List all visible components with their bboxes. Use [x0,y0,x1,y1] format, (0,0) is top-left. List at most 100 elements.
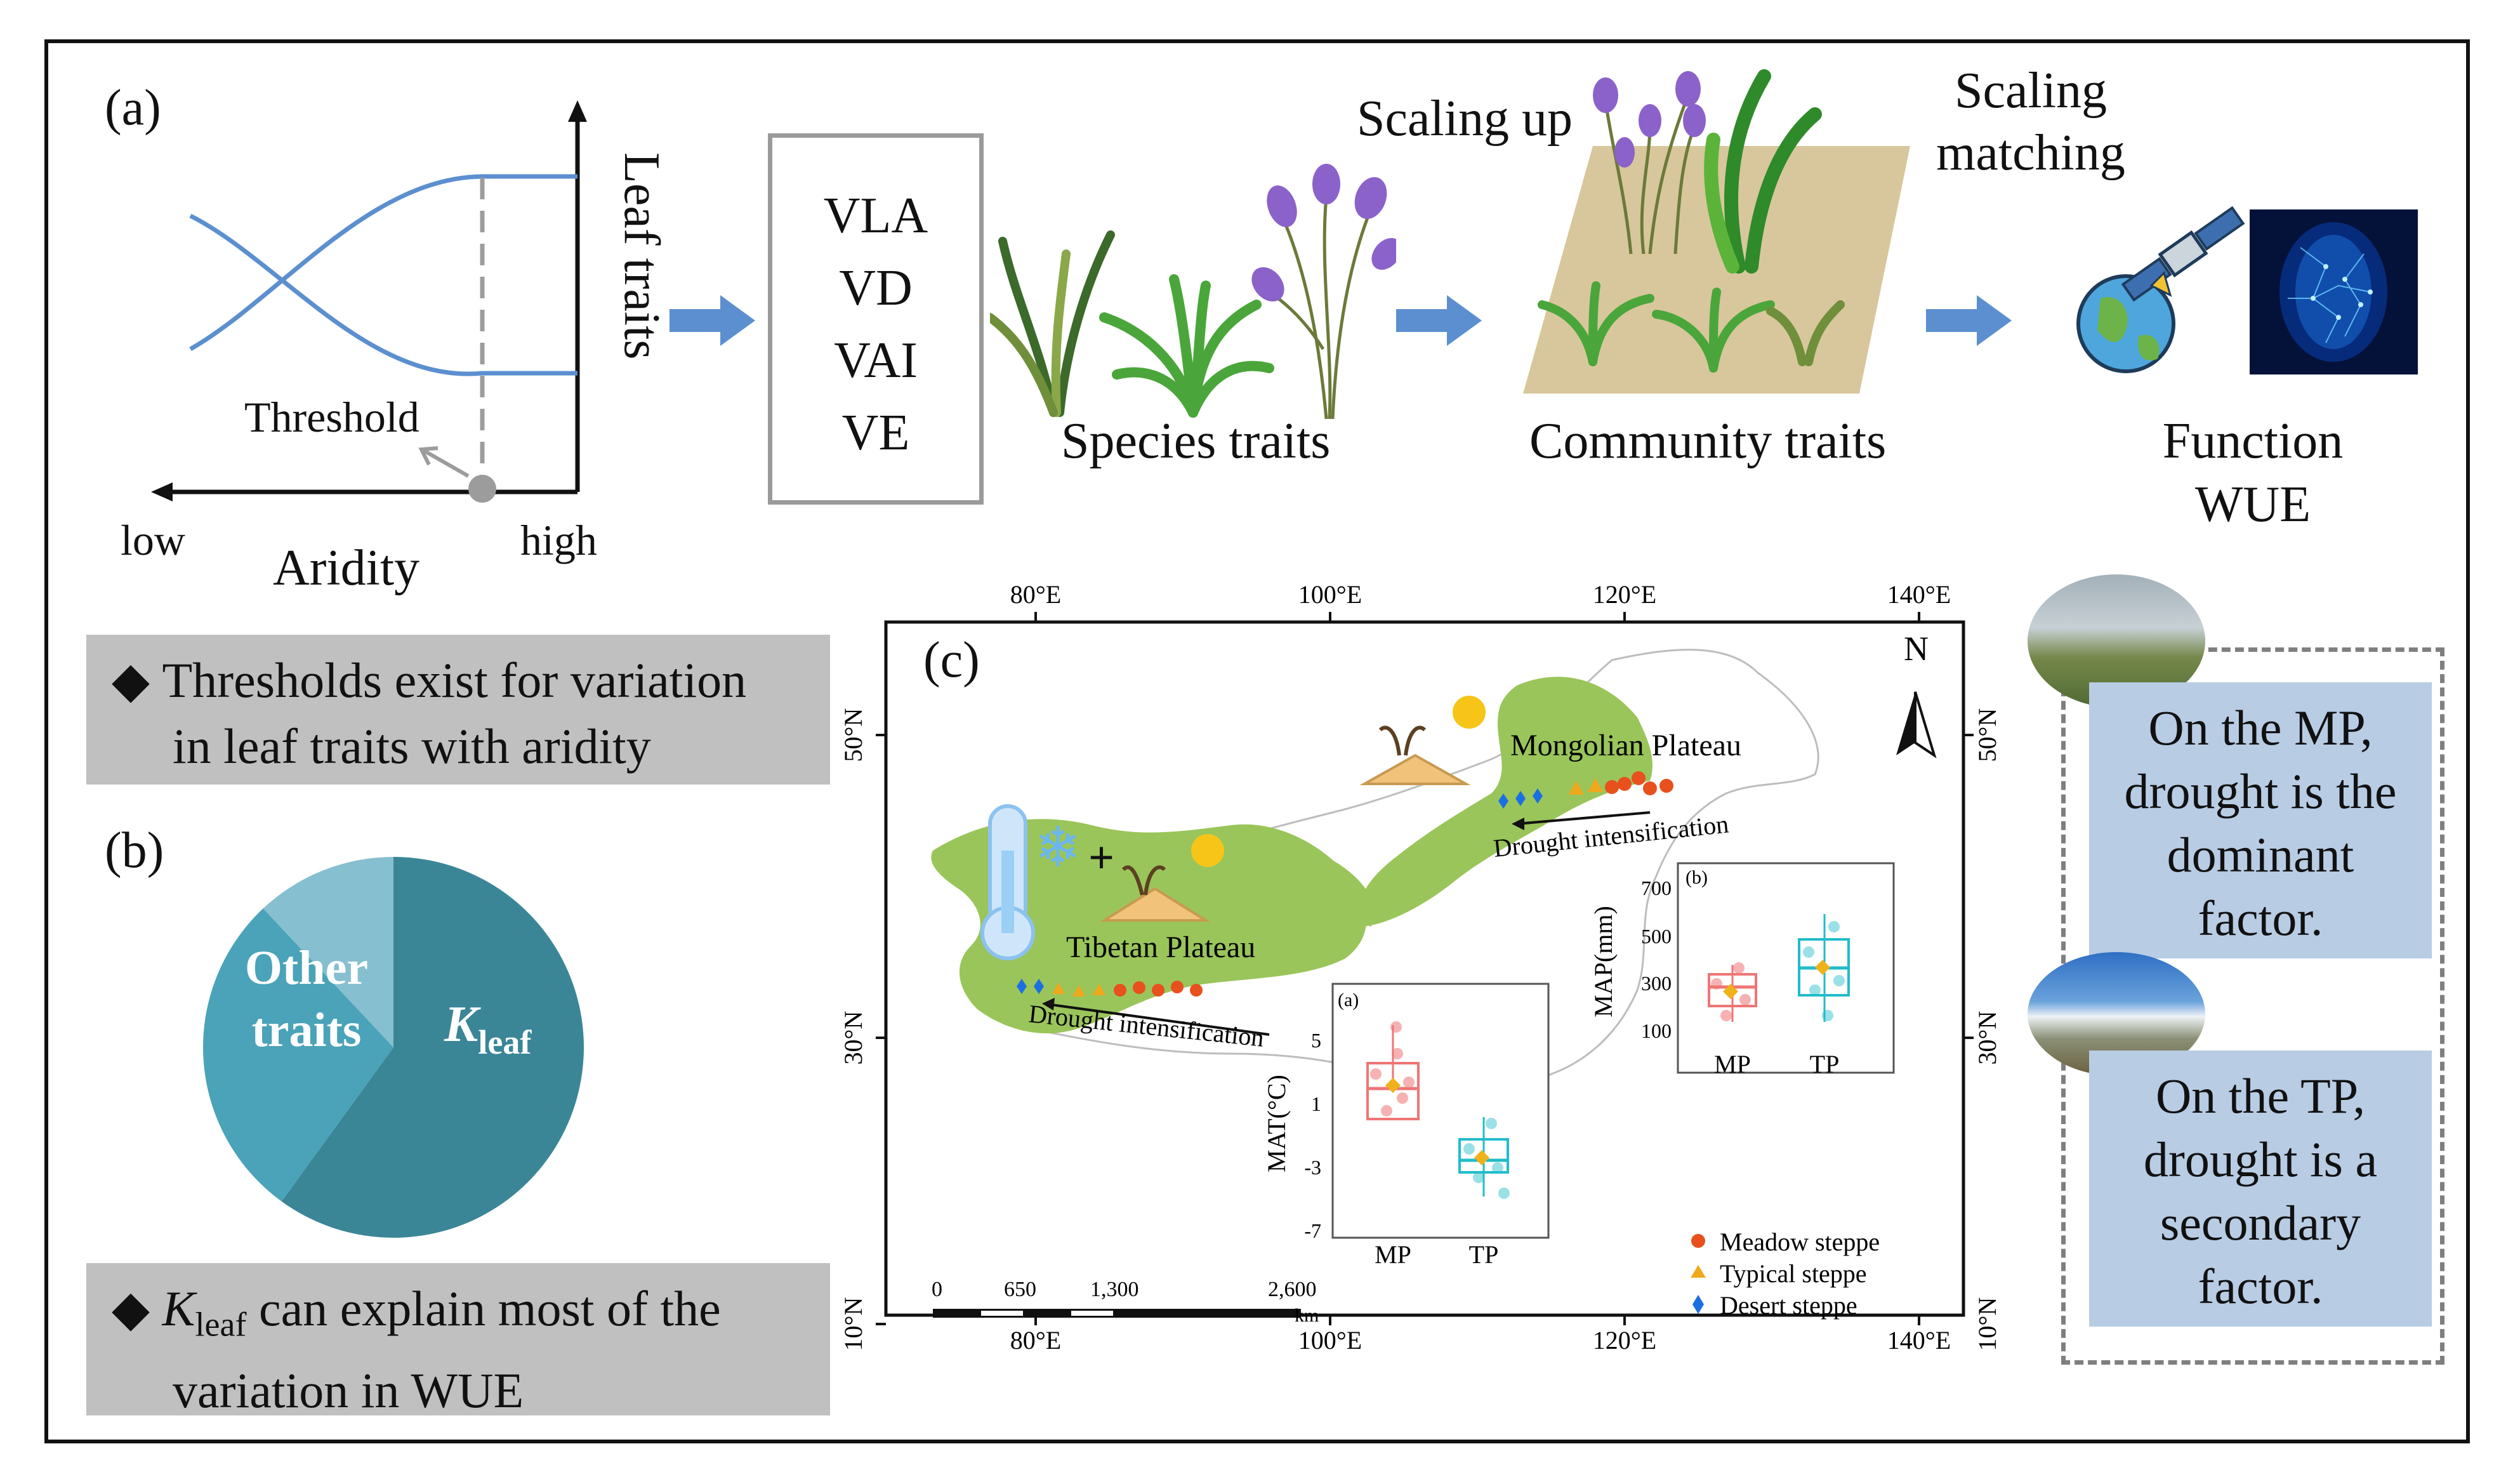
scale-label-2600: 2,600 [1268,1278,1317,1301]
kleaf-pie-chart: Other traits Kleaf [203,857,584,1238]
tp-conclusion-line4: factor. [2198,1259,2323,1314]
x-axis-label: Aridity [273,540,420,596]
mongolian-plateau-label: Mongolian Plateau [1510,729,1741,762]
satellite-earth-icon [2076,206,2245,373]
species-traits-label: Species traits [1061,413,1331,469]
panel-a-label: (a) [105,80,161,136]
mp-drought-arrowhead [1512,818,1524,830]
inset-a-cat-mp: MP [1375,1240,1411,1269]
mp-sampling-transect [1498,771,1673,809]
lat-right-30: 30°N [1973,1011,2002,1065]
tibetan-plateau-label: Tibetan Plateau [1066,931,1255,964]
lon-bottom-100: 100°E [1298,1326,1362,1355]
north-arrow [1896,691,1937,759]
community-plot-ground [1523,146,1910,394]
scaling-matching-line1: Scaling [1955,63,2107,119]
scaling-matching-line2: matching [1936,125,2125,181]
finding-b-line2: variation in WUE [173,1362,524,1418]
wilted-plant-sun-icon-mp [1359,696,1486,785]
grass-tuft-1 [990,230,1115,417]
finding-b-rest: can explain most of the [246,1281,721,1336]
threshold-pointer-head [418,446,439,466]
aridity-threshold-plot [151,100,587,503]
digital-brain-image [2250,209,2418,374]
lat-right-50: 50°N [1973,708,2002,762]
flow-arrow-2 [1396,295,1482,346]
mp-drought-arrow [1516,811,1651,825]
inset-b-label: (b) [1685,867,1708,888]
lat-left-10: 10°N [839,1297,867,1351]
threshold-label: Threshold [244,393,419,441]
community-illustration [1523,69,1910,394]
pie-label-leaf: leaf [478,1023,532,1061]
mp-conclusion-line4: factor. [2198,891,2323,946]
pie-label-k: K [444,997,481,1052]
pie-slice-other-traits [203,908,393,1202]
inset-a-ylabel: MAT(°C) [1262,1075,1291,1172]
trait-ve: VE [841,405,910,461]
scale-label-1300: 1,300 [1090,1278,1139,1301]
map-ticks [876,612,1974,1325]
country-outline [978,649,1819,1092]
legend-desert-marker [1692,1295,1704,1314]
legend-desert-label: Desert steppe [1720,1291,1857,1320]
inset-b-ylabel: MAP(mm) [1589,906,1618,1017]
tp-drought-arrowhead [1042,998,1055,1010]
central-grassland-region [1180,842,1375,927]
pie-slice-kleaf [281,857,584,1238]
wilted-plant-sun-icon-tp [1100,834,1224,922]
lat-left-30: 30°N [839,1011,867,1065]
inset-a-ytick-m3: -3 [1304,1156,1321,1179]
inset-a-ytick-1: 1 [1311,1092,1321,1115]
finding-box-a: ◆ Thresholds exist for variation in leaf… [86,635,830,785]
community-traits-label: Community traits [1529,413,1887,469]
flow-arrow-1 [670,295,755,346]
legend-typical-marker [1691,1265,1706,1278]
inset-a-ytick-5: 5 [1311,1029,1321,1052]
decreasing-trait-curve [189,213,577,376]
mp-conclusion-line2: drought is the [2124,764,2397,819]
species-plants-illustration [990,164,1396,420]
tp-sampling-transect [1017,979,1203,997]
tp-conclusion-line3: secondary [2160,1195,2361,1250]
function-line2: WUE [2194,477,2311,533]
inset-b-ytick-300: 300 [1641,972,1672,995]
scale-unit: km [1295,1305,1319,1326]
inset-a-label: (a) [1338,990,1359,1010]
thermometer-icon [980,804,1035,960]
mp-conclusion-line1: On the MP, [2148,700,2373,755]
lon-top-100: 100°E [1298,580,1362,609]
threshold-point [468,475,496,503]
lon-bottom-120: 120°E [1593,1326,1656,1355]
finding-b-k: K [162,1281,195,1336]
bullet-icon: ◆ [112,1281,150,1336]
panel-c-label: (c) [923,632,980,688]
inset-b-cat-tp: TP [1810,1050,1840,1078]
inset-b-ytick-100: 100 [1641,1019,1672,1042]
lon-bottom-80: 80°E [1010,1326,1061,1355]
x-high-label: high [520,516,597,564]
pie-slice-remaining [263,857,393,1047]
community-grass-tufts [1538,281,1845,373]
map-panel: N ❄ + Mongolian Plateau Tibetan Plateau … [839,580,2002,1355]
pie-label-other-1: Other [245,941,368,995]
finding-a-line1: Thresholds exist for variation [162,653,747,708]
trait-vd: VD [839,260,913,316]
scale-label-650: 650 [1004,1278,1036,1301]
tp-drought-arrow [1046,1003,1270,1036]
vein-traits-box: VLA VD VAI VE [768,133,984,505]
threshold-pointer [423,449,470,478]
plus-icon: + [1088,832,1114,883]
trait-vai: VAI [834,333,918,388]
lon-top-140: 140°E [1887,580,1951,609]
legend-typical-label: Typical steppe [1720,1259,1867,1288]
finding-box-b: ◆ Kleaf can explain most of the variatio… [86,1263,830,1418]
lon-top-120: 120°E [1593,580,1656,609]
finding-b-sub: leaf [195,1305,247,1344]
lon-bottom-140: 140°E [1887,1326,1951,1355]
tp-conclusion-box: On the TP, drought is a secondary factor… [2089,1050,2432,1327]
tp-conclusion-line2: drought is a [2143,1132,2378,1187]
panel-b-label: (b) [105,823,164,878]
lat-right-10: 10°N [1973,1297,2002,1351]
x-low-label: low [121,516,185,564]
